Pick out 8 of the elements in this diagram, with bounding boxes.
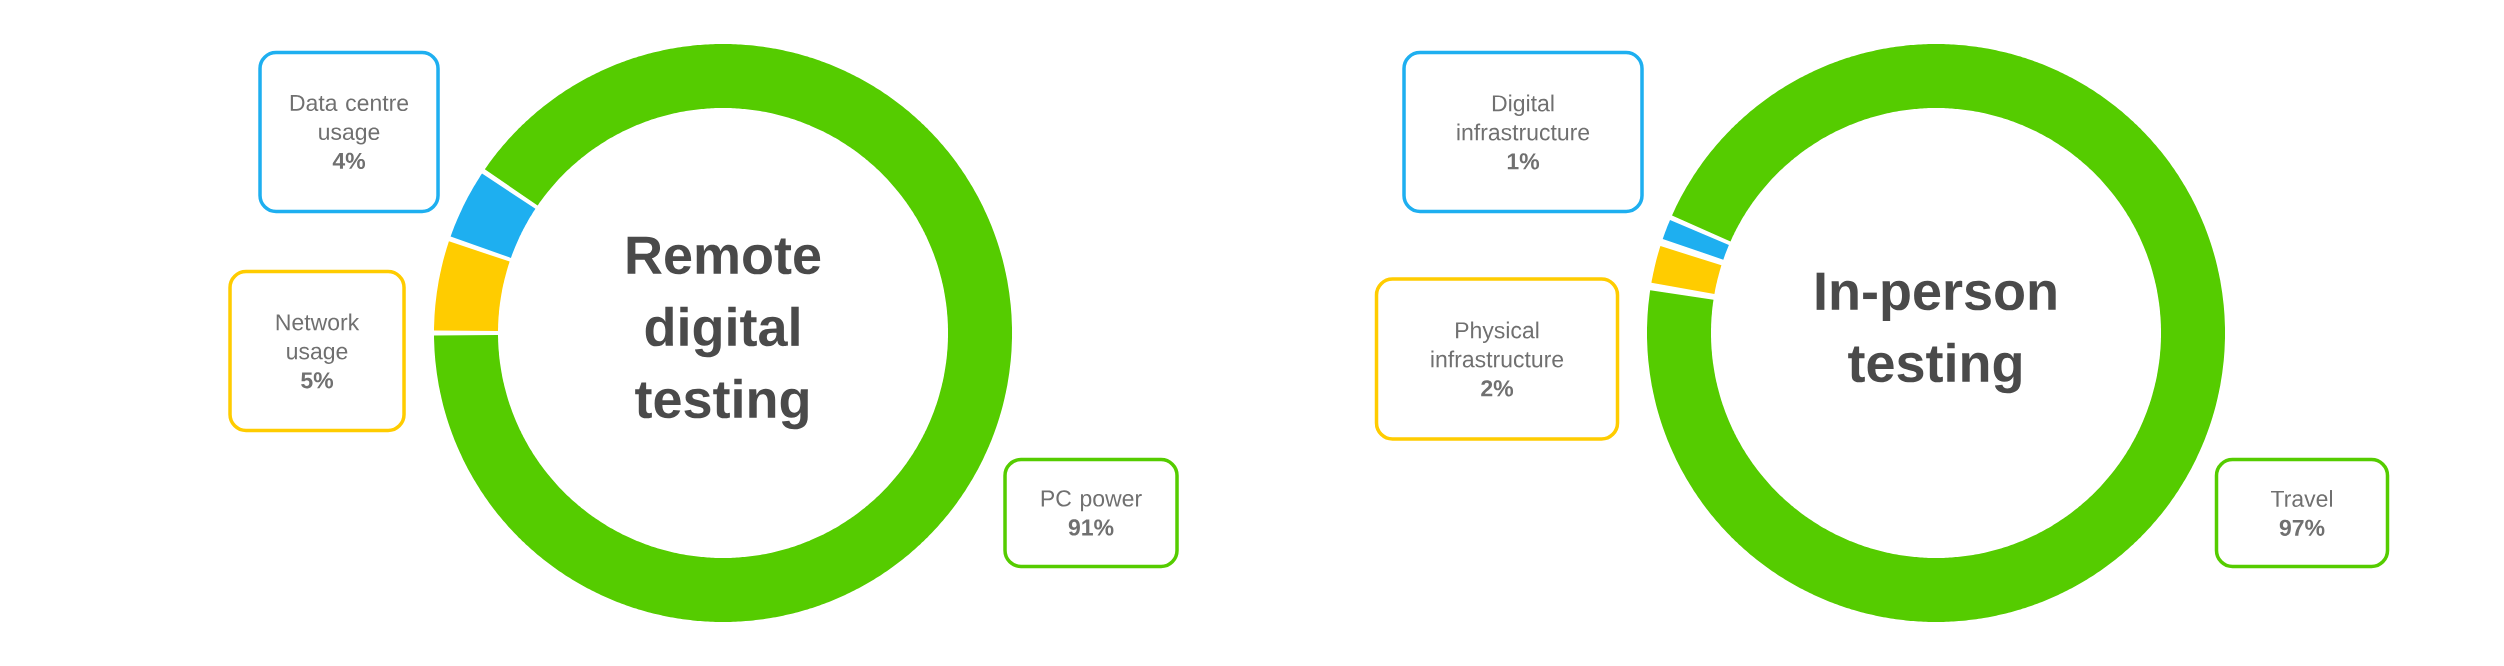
label-box: Network usage 5% <box>228 269 406 433</box>
label-box: Physical infrastructure 2% <box>1374 277 1620 441</box>
chart-title: In-person testing <box>1816 272 2056 394</box>
label-box: Data centre usage 4% <box>258 50 440 214</box>
label-box: PC power 91% <box>1003 457 1179 569</box>
label-box: Travel 97% <box>2214 457 2390 569</box>
chart-title: Remote digital testing <box>627 236 821 430</box>
label-box: Digital infrastructure 1% <box>1402 50 1644 214</box>
